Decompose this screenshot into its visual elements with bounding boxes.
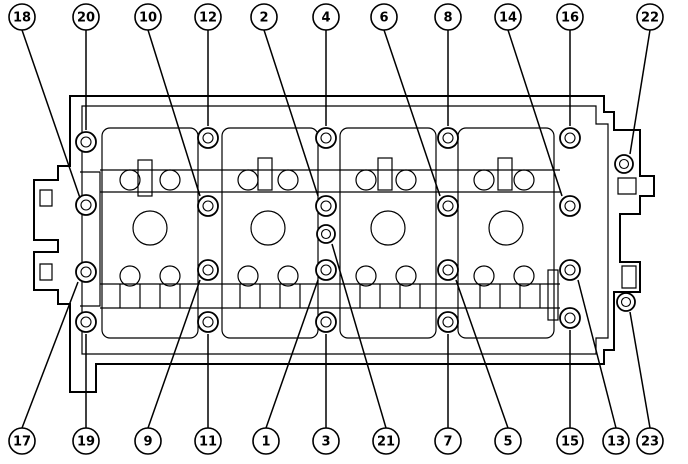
bolt-4 bbox=[315, 127, 337, 149]
svg-text:2: 2 bbox=[259, 11, 268, 26]
bolt-14 bbox=[559, 195, 581, 217]
bolt-12 bbox=[197, 127, 219, 149]
callout-5: 5 bbox=[494, 427, 522, 455]
callout-1: 1 bbox=[252, 427, 280, 455]
svg-text:13: 13 bbox=[607, 435, 625, 450]
bolt-1 bbox=[315, 259, 337, 281]
callout-16: 16 bbox=[556, 3, 584, 31]
bolt-8 bbox=[437, 127, 459, 149]
cylinder-head-outline bbox=[33, 95, 655, 393]
bottom-callouts: 17 19 9 11 1 3 21 7 5 15 13 23 bbox=[8, 427, 664, 455]
bolt-23 bbox=[616, 292, 636, 312]
svg-text:4: 4 bbox=[321, 11, 330, 26]
svg-text:22: 22 bbox=[641, 11, 659, 26]
callout-7: 7 bbox=[434, 427, 462, 455]
callout-18: 18 bbox=[8, 3, 36, 31]
svg-text:1: 1 bbox=[261, 435, 270, 450]
svg-text:17: 17 bbox=[13, 435, 31, 450]
bolt-13 bbox=[559, 259, 581, 281]
bolt-20 bbox=[75, 131, 97, 153]
svg-text:6: 6 bbox=[379, 11, 388, 26]
svg-text:5: 5 bbox=[503, 435, 512, 450]
bolt-3 bbox=[315, 311, 337, 333]
svg-text:19: 19 bbox=[77, 435, 95, 450]
svg-text:10: 10 bbox=[139, 11, 157, 26]
svg-text:14: 14 bbox=[499, 11, 517, 26]
bolt-7 bbox=[437, 311, 459, 333]
bolt-5 bbox=[437, 259, 459, 281]
bolt-22 bbox=[614, 154, 634, 174]
callout-21: 21 bbox=[372, 427, 400, 455]
bolt-10 bbox=[197, 195, 219, 217]
callout-19: 19 bbox=[72, 427, 100, 455]
bolt-19 bbox=[75, 311, 97, 333]
svg-text:3: 3 bbox=[321, 435, 330, 450]
bolt-9 bbox=[197, 259, 219, 281]
callout-22: 22 bbox=[636, 3, 664, 31]
bolt-15 bbox=[559, 307, 581, 329]
svg-text:20: 20 bbox=[77, 11, 95, 26]
svg-text:12: 12 bbox=[199, 11, 217, 26]
callout-10: 10 bbox=[134, 3, 162, 31]
top-callouts: 18 20 10 12 2 4 6 8 14 16 22 bbox=[8, 3, 664, 31]
callout-12: 12 bbox=[194, 3, 222, 31]
callout-6: 6 bbox=[370, 3, 398, 31]
svg-text:8: 8 bbox=[443, 11, 452, 26]
svg-text:9: 9 bbox=[143, 435, 152, 450]
svg-text:18: 18 bbox=[13, 11, 31, 26]
svg-text:21: 21 bbox=[377, 435, 395, 450]
svg-text:11: 11 bbox=[199, 435, 217, 450]
bolt-18 bbox=[75, 194, 97, 216]
callout-11: 11 bbox=[194, 427, 222, 455]
bolt-2 bbox=[315, 195, 337, 217]
svg-text:23: 23 bbox=[641, 435, 659, 450]
callout-15: 15 bbox=[556, 427, 584, 455]
head-bolts bbox=[75, 127, 636, 333]
callout-4: 4 bbox=[312, 3, 340, 31]
svg-text:7: 7 bbox=[443, 435, 452, 450]
bolt-21 bbox=[316, 224, 336, 244]
callout-20: 20 bbox=[72, 3, 100, 31]
callout-8: 8 bbox=[434, 3, 462, 31]
callout-3: 3 bbox=[312, 427, 340, 455]
callout-2: 2 bbox=[250, 3, 278, 31]
callout-9: 9 bbox=[134, 427, 162, 455]
bolt-16 bbox=[559, 127, 581, 149]
camshafts bbox=[80, 157, 560, 321]
bolt-11 bbox=[197, 311, 219, 333]
bolt-6 bbox=[437, 195, 459, 217]
callout-23: 23 bbox=[636, 427, 664, 455]
callout-17: 17 bbox=[8, 427, 36, 455]
svg-text:16: 16 bbox=[561, 11, 579, 26]
callout-14: 14 bbox=[494, 3, 522, 31]
bolt-17 bbox=[75, 261, 97, 283]
leader-lines bbox=[21, 29, 651, 429]
svg-text:15: 15 bbox=[561, 435, 579, 450]
callout-13: 13 bbox=[602, 427, 630, 455]
